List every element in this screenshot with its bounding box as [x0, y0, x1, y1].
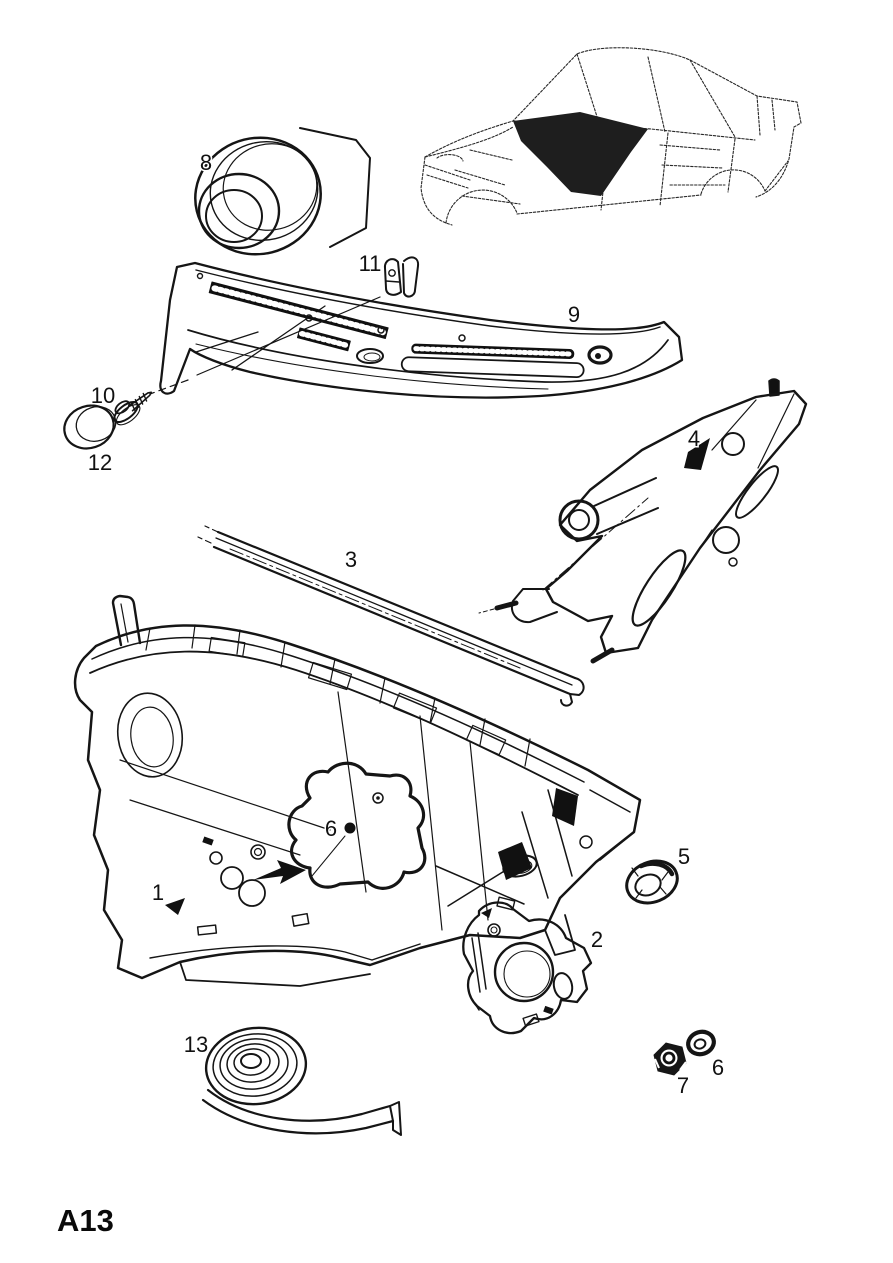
part-8-grommet [194, 127, 371, 256]
pin-left [494, 600, 519, 611]
stud-pin [768, 378, 780, 397]
corner-hook [111, 594, 142, 647]
callout-6: 6 [712, 1055, 724, 1080]
right-end-hole [587, 345, 613, 365]
callout-13: 13 [184, 1032, 208, 1057]
part-3-seal-rail [197, 525, 585, 707]
part-10-screw [113, 391, 153, 426]
callout-10: 10 [91, 383, 115, 408]
part-1-outline [73, 624, 642, 980]
direction-arrow-icon [253, 860, 306, 884]
part-8-outline [194, 136, 322, 256]
part-4-outline [544, 389, 808, 655]
vent-strip-left [208, 281, 389, 340]
page-code: A13 [57, 1203, 114, 1238]
part-4-bracket [478, 378, 808, 664]
callout-1: 1 [152, 880, 164, 905]
part-2-outline [462, 901, 593, 1035]
part-9-cowl-panel [159, 261, 684, 399]
part-5-grommet [625, 859, 679, 905]
part-11-clip [383, 256, 420, 298]
callout-9: 9 [568, 302, 580, 327]
part-6-washer [686, 1029, 716, 1057]
part-2-plate [462, 896, 593, 1035]
gasket-outline [287, 761, 427, 890]
vent-strip-middle [296, 327, 351, 352]
callout-7: 7 [677, 1073, 689, 1098]
callout-12: 12 [88, 450, 112, 475]
bushing [558, 499, 600, 541]
callout-2: 2 [591, 927, 603, 952]
car-body-wireframe [420, 47, 802, 226]
oval-hole [356, 348, 384, 364]
callout-4: 4 [688, 426, 700, 451]
callout-3: 3 [345, 547, 357, 572]
slot-opening [400, 356, 585, 379]
part-7-nut [653, 1042, 687, 1076]
pin-bottom [590, 647, 615, 664]
vent-strip-right [411, 343, 575, 360]
dash-panel-location-highlight [513, 112, 648, 196]
part-1-dash-panel [73, 594, 642, 987]
part-13-sealing-tape [201, 1026, 402, 1136]
leader-line-11 [149, 296, 381, 395]
part-12-cap [63, 404, 117, 450]
callout-8: 8 [200, 150, 212, 175]
callout-labels: 8 11 9 10 12 4 3 1 6 5 2 13 7 6 [86, 149, 725, 1100]
callout-6-location-dot [344, 822, 356, 834]
part-9-outline [159, 261, 684, 399]
callout-6-location: 6 [325, 816, 337, 841]
callout-5: 5 [678, 844, 690, 869]
callout-11: 11 [359, 251, 382, 276]
